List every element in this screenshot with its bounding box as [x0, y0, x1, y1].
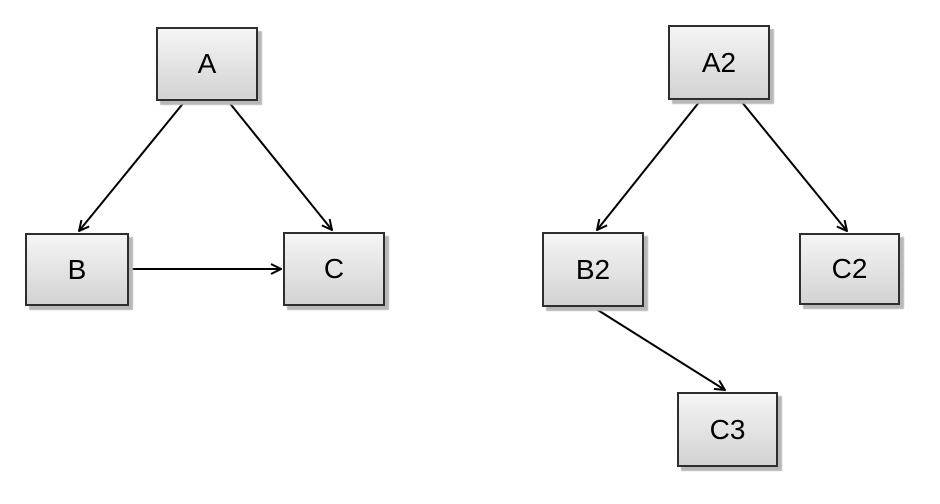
- node-label: B2: [575, 253, 611, 285]
- node-label: C3: [709, 413, 746, 445]
- edge-A2-B2: [597, 100, 701, 230]
- edge-A-C: [227, 100, 332, 230]
- edge-A2-C2: [740, 100, 847, 231]
- node-B2: B2: [542, 232, 644, 307]
- edge-A-B: [79, 100, 186, 231]
- node-B: B: [25, 233, 129, 306]
- node-A2: A2: [668, 25, 770, 100]
- node-label: C2: [831, 253, 868, 284]
- node-label: B: [67, 253, 87, 285]
- edge-B2-C3: [592, 306, 725, 390]
- node-label: A2: [701, 46, 737, 78]
- node-A: A: [156, 27, 258, 101]
- node-C2: C2: [799, 233, 900, 305]
- node-C: C: [283, 232, 385, 306]
- node-label: A: [197, 48, 217, 79]
- node-C3: C3: [677, 392, 778, 467]
- node-label: C: [323, 253, 345, 284]
